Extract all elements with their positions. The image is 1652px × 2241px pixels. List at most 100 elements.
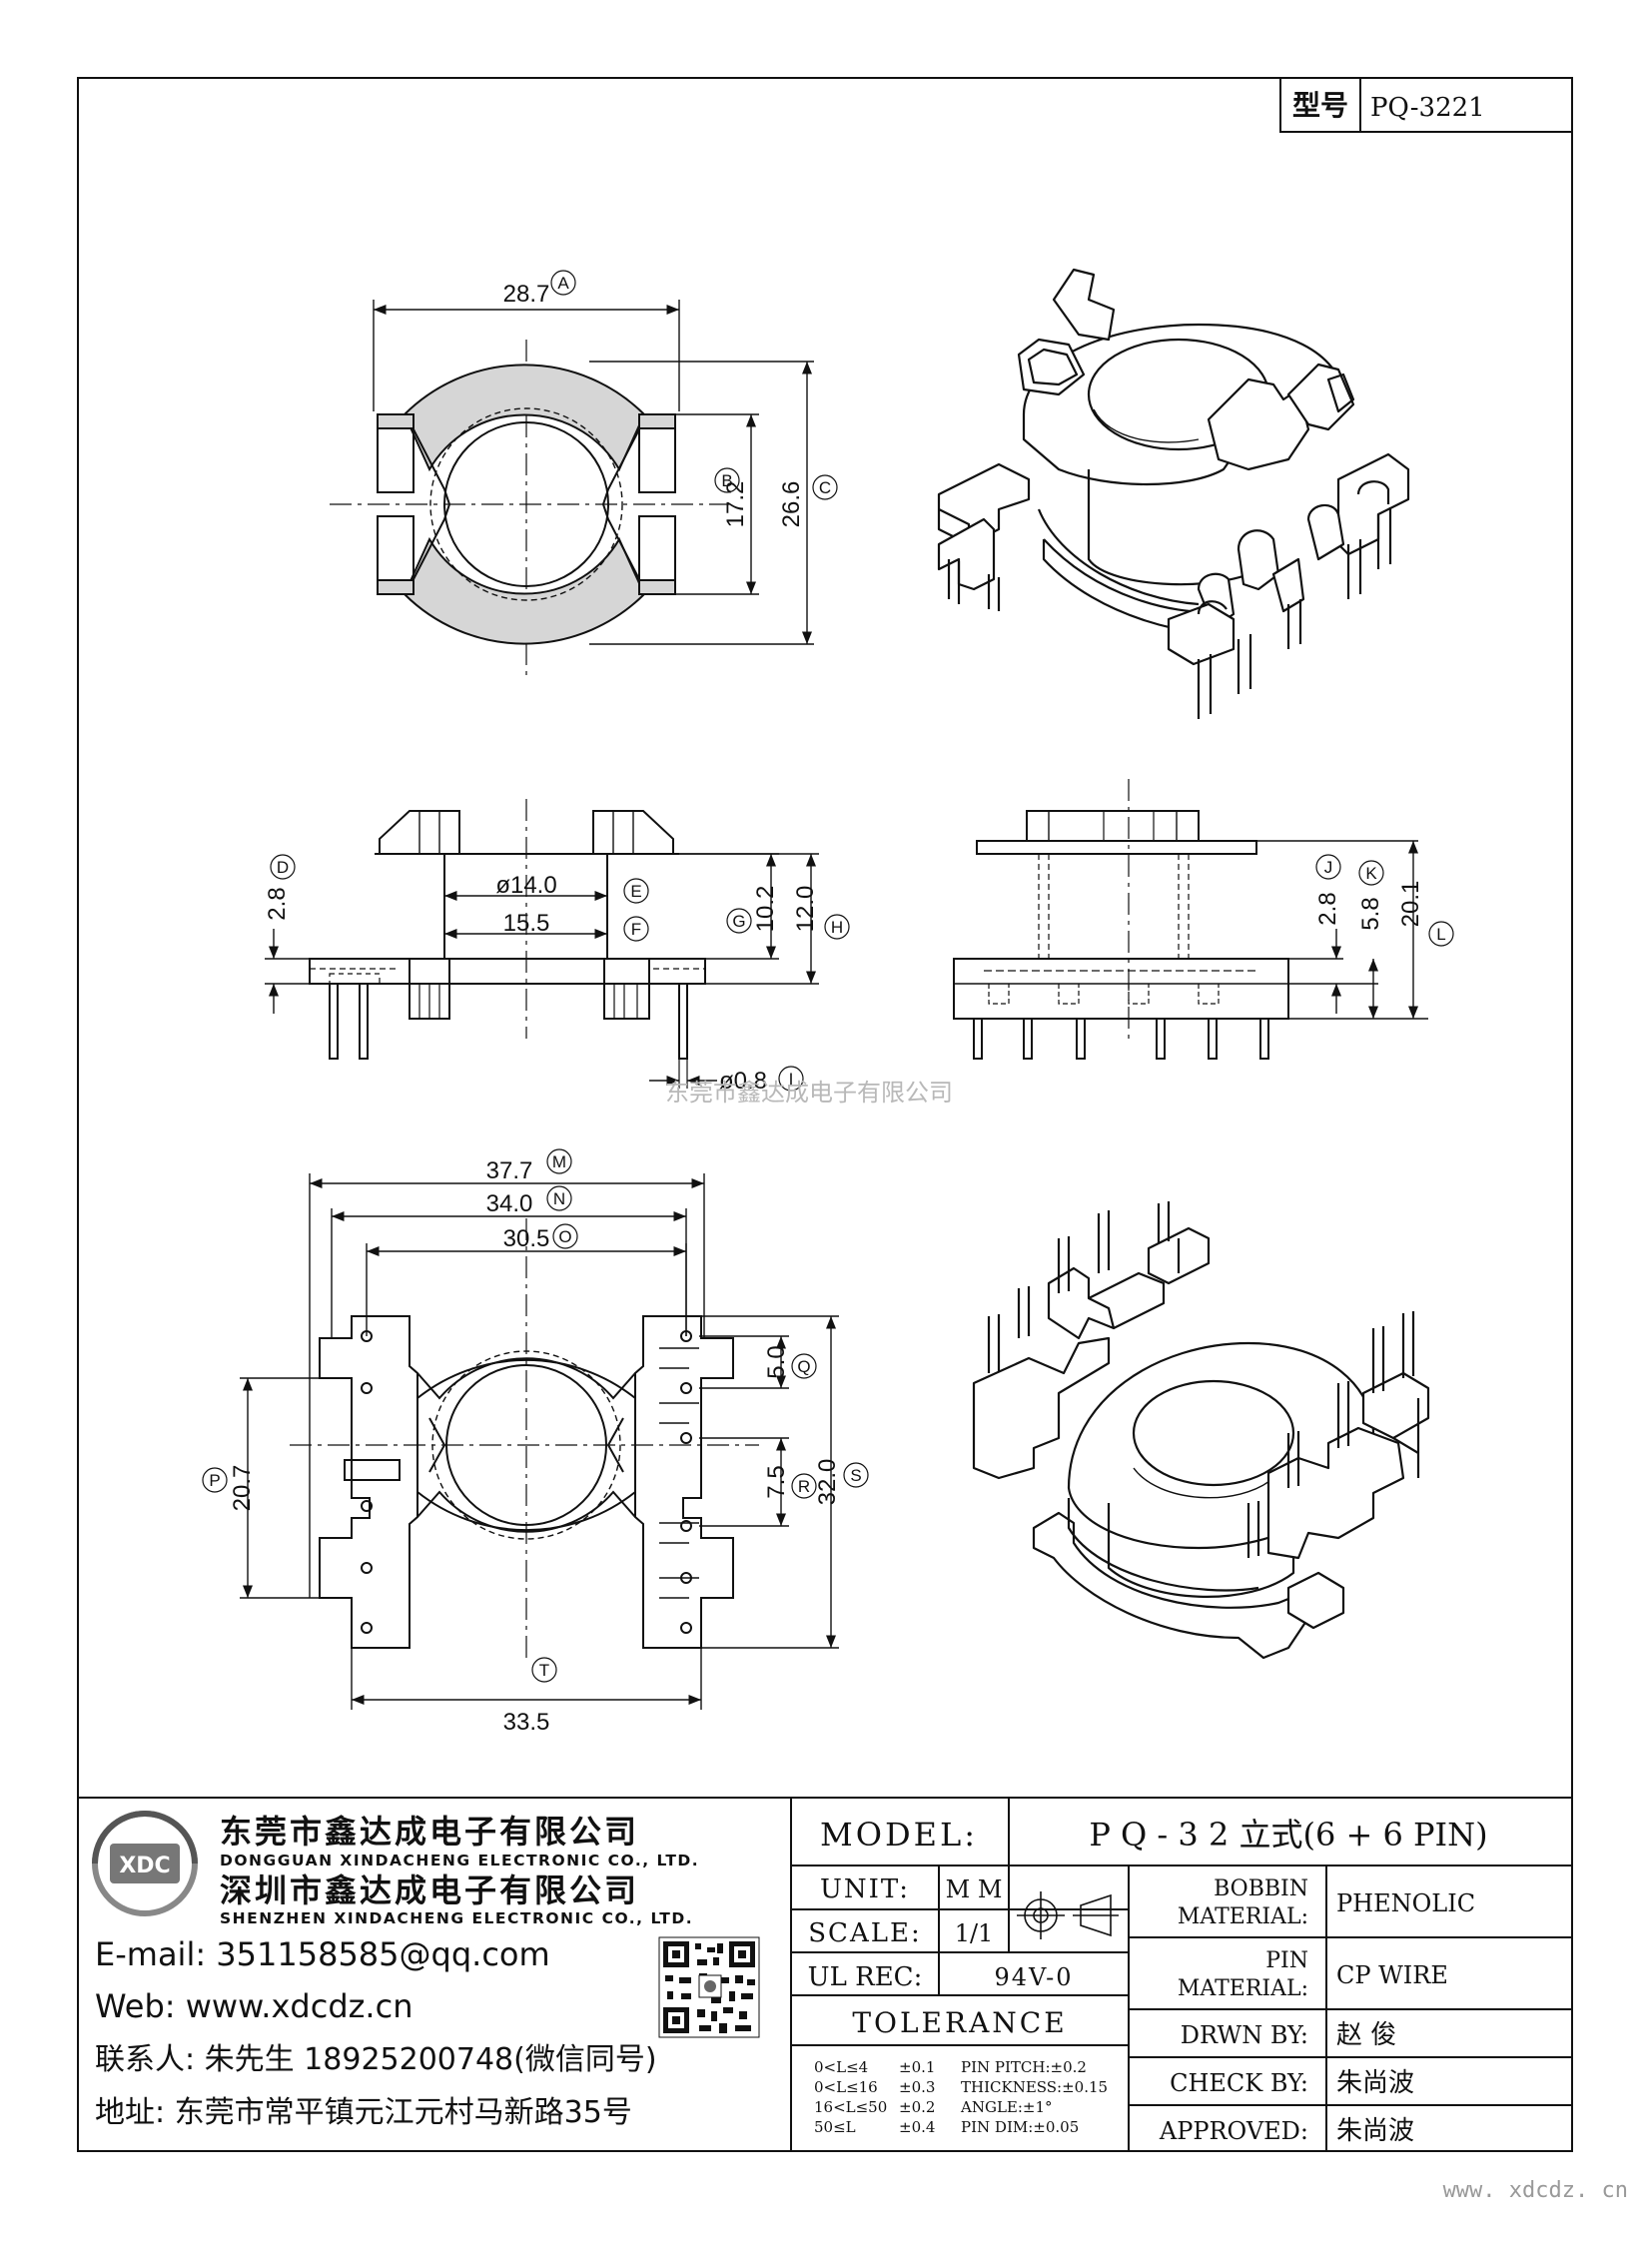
tb-unit-label: UNIT:	[820, 1874, 910, 1904]
model-code-value: PQ-3221	[1370, 93, 1485, 123]
svg-text:H: H	[831, 918, 843, 937]
tol-spec-3: PIN DIM:±0.05	[961, 2118, 1079, 2136]
tol-spec-2: ANGLE:±1°	[960, 2098, 1053, 2116]
tol-value-2: ±0.2	[899, 2098, 935, 2116]
dim-i: ø0.8	[719, 1068, 767, 1095]
qr-code-icon	[658, 1936, 760, 2038]
label-o: O	[552, 1223, 578, 1249]
company-name-2-en: SHENZHEN XINDACHENG ELECTRONIC CO., LTD.	[220, 1909, 693, 1927]
dim-e: ø14.0	[495, 872, 556, 899]
tol-value-1: ±0.3	[899, 2078, 935, 2096]
dim-c: 26.6	[778, 481, 805, 528]
label-g: G	[726, 908, 752, 934]
outer-frame	[77, 77, 1573, 2152]
tolerance-table: 0<L≤4 ±0.1 PIN PITCH:±0.2 0<L≤16 ±0.3 TH…	[814, 2058, 1108, 2136]
svg-text:G: G	[732, 912, 745, 931]
label-f: F	[623, 916, 649, 942]
tb-bobbin-label-1: BOBBIN	[1214, 1876, 1308, 1901]
watermark-center: 东莞市鑫达成电子有限公司	[665, 1079, 953, 1107]
logo-text: XDC	[119, 1854, 170, 1878]
tb-drawn-value: 赵 俊	[1336, 2020, 1396, 2050]
tb-pin-label-2: MATERIAL:	[1178, 1976, 1308, 2001]
svg-text:T: T	[539, 1661, 549, 1680]
label-k: K	[1358, 860, 1384, 886]
tb-drawn-label: DRWN BY:	[1181, 2021, 1308, 2049]
dim-g: 10.2	[752, 886, 779, 933]
tb-model-value: P Q - 3 2 立式(6 + 6 PIN)	[1089, 1816, 1487, 1854]
dim-h: 12.0	[792, 886, 819, 933]
company-name-1: 东莞市鑫达成电子有限公司	[220, 1813, 639, 1851]
title-block-lines	[78, 1797, 1572, 2151]
tb-tolerance-label: TOLERANCE	[852, 2006, 1067, 2039]
iso-view-bottom	[972, 1201, 1430, 1660]
svg-text:J: J	[1324, 858, 1333, 877]
svg-text:P: P	[209, 1471, 220, 1490]
label-s: S	[843, 1462, 869, 1488]
tb-pin-value: CP WIRE	[1336, 1961, 1448, 1989]
company-logo-icon: XDC	[92, 1811, 198, 1916]
dim-f: 15.5	[503, 910, 550, 937]
svg-text:N: N	[553, 1189, 565, 1208]
svg-text:O: O	[558, 1227, 571, 1246]
label-d: D	[270, 854, 296, 880]
label-p: P	[202, 1467, 228, 1493]
dim-j: 2.8	[1314, 892, 1341, 925]
projection-symbol-icon	[1017, 1891, 1119, 1939]
dim-r: 7.5	[763, 1465, 790, 1498]
label-m: M	[546, 1148, 572, 1174]
company-address: 地址: 东莞市常平镇元江元村马新路35号	[95, 2095, 632, 2130]
tb-bobbin-label-2: MATERIAL:	[1178, 1904, 1308, 1929]
company-email: E-mail: 351158585@qq.com	[95, 1935, 550, 1973]
tb-scale-label: SCALE:	[808, 1918, 922, 1948]
svg-text:M: M	[552, 1152, 566, 1171]
tol-spec-0: PIN PITCH:±0.2	[961, 2058, 1087, 2076]
tb-pin-label-1: PIN	[1265, 1948, 1308, 1973]
company-name-1-en: DONGGUAN XINDACHENG ELECTRONIC CO., LTD.	[220, 1852, 699, 1869]
dim-l: 20.1	[1397, 881, 1424, 928]
iso-view-top	[937, 268, 1410, 719]
svg-text:F: F	[631, 920, 641, 939]
label-e: E	[623, 878, 649, 904]
dim-m: 37.7	[486, 1157, 533, 1184]
top-view	[330, 300, 814, 679]
dim-p: 20.7	[229, 1465, 256, 1512]
tb-approved-label: APPROVED:	[1159, 2117, 1308, 2145]
dim-d: 2.8	[264, 887, 291, 920]
dim-s: 32.0	[814, 1459, 841, 1506]
dim-a: 28.7	[503, 281, 550, 308]
dim-o: 30.5	[503, 1225, 550, 1252]
model-code-box: 型号 PQ-3221	[1279, 77, 1573, 133]
label-q: Q	[791, 1353, 817, 1379]
label-j: J	[1315, 854, 1341, 880]
svg-text:I: I	[789, 1070, 794, 1089]
label-i: I	[778, 1066, 804, 1092]
svg-text:L: L	[1436, 925, 1445, 944]
tol-range-2: 16<L≤50	[814, 2098, 887, 2116]
dim-q: 5.0	[763, 1345, 790, 1378]
company-name-2: 深圳市鑫达成电子有限公司	[220, 1871, 639, 1909]
tb-model-label: MODEL:	[820, 1816, 978, 1854]
svg-text:R: R	[798, 1477, 810, 1496]
tol-value-0: ±0.1	[899, 2058, 935, 2076]
tb-check-label: CHECK BY:	[1170, 2069, 1308, 2097]
label-r: R	[791, 1473, 817, 1499]
label-l: L	[1428, 921, 1454, 947]
dim-n: 34.0	[486, 1190, 533, 1217]
company-contact: 联系人: 朱先生 18925200748(微信同号)	[95, 2042, 657, 2077]
svg-text:C: C	[819, 478, 831, 497]
tol-range-1: 0<L≤16	[814, 2078, 878, 2096]
svg-text:E: E	[630, 882, 641, 901]
svg-text:K: K	[1365, 864, 1377, 883]
company-web: Web: www.xdcdz.cn	[95, 1987, 413, 2025]
label-n: N	[546, 1185, 572, 1211]
svg-text:S: S	[850, 1466, 861, 1485]
svg-text:A: A	[557, 274, 569, 293]
tol-value-3: ±0.4	[899, 2118, 935, 2136]
watermark-footer: www. xdcdz. cn	[1443, 2178, 1628, 2203]
label-b: B	[714, 467, 740, 493]
label-h: H	[824, 914, 850, 940]
svg-text:B: B	[721, 471, 732, 490]
tol-range-3: 50≤L	[814, 2118, 856, 2136]
tb-scale-value: 1/1	[955, 1919, 994, 1947]
